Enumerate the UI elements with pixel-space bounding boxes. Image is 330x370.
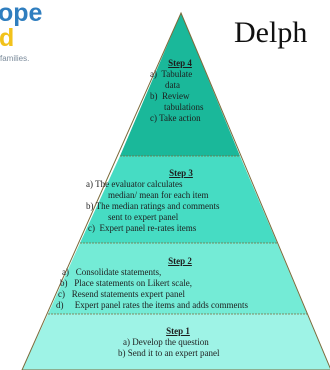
step-2-item: a) Consolidate statements, xyxy=(62,267,162,277)
step-4-item: tabulations xyxy=(164,102,204,112)
step-2-item: d) Expert panel rates the items and adds… xyxy=(56,300,248,310)
pyramid-layer-step-4 xyxy=(120,13,240,156)
step-2-item: c) Resend statements expert panel xyxy=(58,289,185,299)
step-1-heading: Step 1 xyxy=(166,326,190,336)
step-1-item: a) Develop the question xyxy=(123,337,209,347)
step-3-item: b) The median ratings and comments xyxy=(86,201,220,211)
pyramid-outline xyxy=(21,11,330,370)
step-4-heading: Step 4 xyxy=(168,58,192,68)
step-4-item: c) Take action xyxy=(150,113,201,123)
step-3-item: a) The evaluator calculates xyxy=(86,179,183,189)
logo-text-bottom: d xyxy=(0,24,15,52)
step-1-label: Step 1 a) Develop the question b) Send i… xyxy=(78,326,278,359)
pyramid-layer-step-2 xyxy=(48,243,307,314)
step-4-item: b) Review xyxy=(150,91,190,101)
step-1-item: b) Send it to an expert panel xyxy=(118,348,220,358)
step-3-item: median/ mean for each item xyxy=(108,190,209,200)
logo-tagline: families. xyxy=(0,54,30,63)
step-3-item: c) Expert panel re-rates items xyxy=(88,223,197,233)
organization-logo: ope d families. xyxy=(0,0,80,70)
step-2-heading: Step 2 xyxy=(168,256,192,266)
step-3-item: sent to expert panel xyxy=(108,212,179,222)
step-3-heading: Step 3 xyxy=(169,168,193,178)
step-3-label: Step 3 a) The evaluator calculates media… xyxy=(86,168,276,234)
pyramid-layer-step-3 xyxy=(80,156,277,243)
step-4-label: Step 4 a) Tabulate data b) Review tabula… xyxy=(140,58,220,124)
logo-text-top: ope xyxy=(0,0,43,27)
slide-title: Delph xyxy=(234,16,308,49)
step-2-label: Step 2 a) Consolidate statements, b) Pla… xyxy=(50,256,310,311)
step-4-item: data xyxy=(165,80,180,90)
step-2-item: b) Place statements on Likert scale, xyxy=(60,278,192,288)
step-4-item: a) Tabulate xyxy=(150,69,193,79)
pyramid-layer-step-1 xyxy=(22,314,330,370)
